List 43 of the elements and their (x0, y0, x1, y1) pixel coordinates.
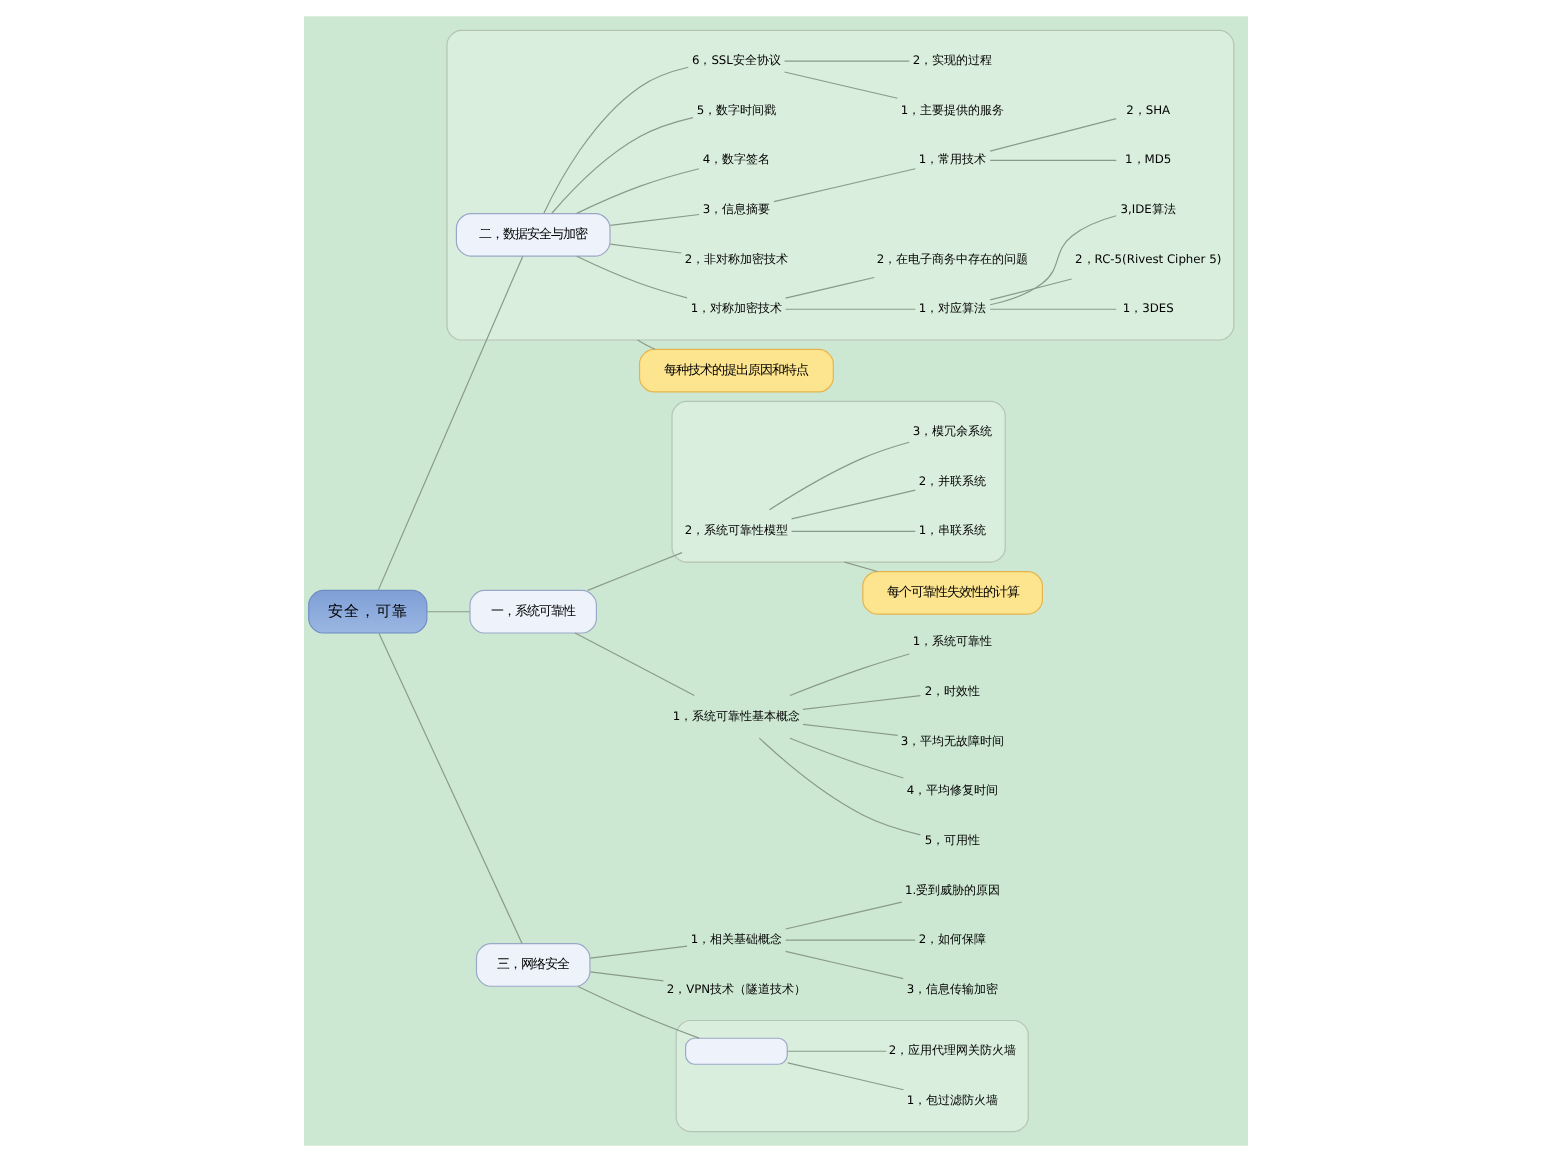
connector (608, 213, 699, 227)
connector (576, 985, 699, 1039)
connector (550, 117, 693, 214)
connector (575, 255, 687, 299)
connector (842, 561, 877, 573)
connector (988, 215, 1116, 306)
cluster (674, 1019, 1028, 1133)
connector (376, 255, 523, 591)
connector (782, 60, 909, 62)
connector (786, 1050, 886, 1052)
connector (784, 939, 915, 941)
connector (608, 243, 681, 254)
connector (784, 901, 902, 930)
connector (988, 159, 1116, 161)
connector (573, 632, 694, 697)
connector (801, 723, 898, 737)
connector (789, 489, 915, 520)
cluster (670, 400, 1005, 563)
connector (788, 737, 903, 779)
connector (789, 530, 915, 532)
connector (772, 168, 915, 203)
connector (988, 118, 1116, 152)
connector (542, 66, 688, 214)
connector (784, 276, 874, 299)
connector (784, 950, 903, 980)
connector (988, 278, 1072, 301)
cluster (445, 29, 1234, 341)
connector (784, 308, 915, 310)
connector (588, 971, 663, 982)
connector (782, 71, 898, 99)
connector (757, 737, 920, 836)
connector (988, 308, 1116, 310)
connector (786, 1062, 904, 1091)
connector (788, 653, 909, 697)
connector (636, 339, 655, 350)
connector (588, 945, 687, 959)
connector (425, 611, 470, 613)
connector (586, 552, 682, 591)
connector (767, 441, 909, 511)
connector (377, 632, 522, 945)
connector (575, 168, 699, 214)
connector (801, 695, 921, 710)
node-box (684, 1037, 787, 1065)
